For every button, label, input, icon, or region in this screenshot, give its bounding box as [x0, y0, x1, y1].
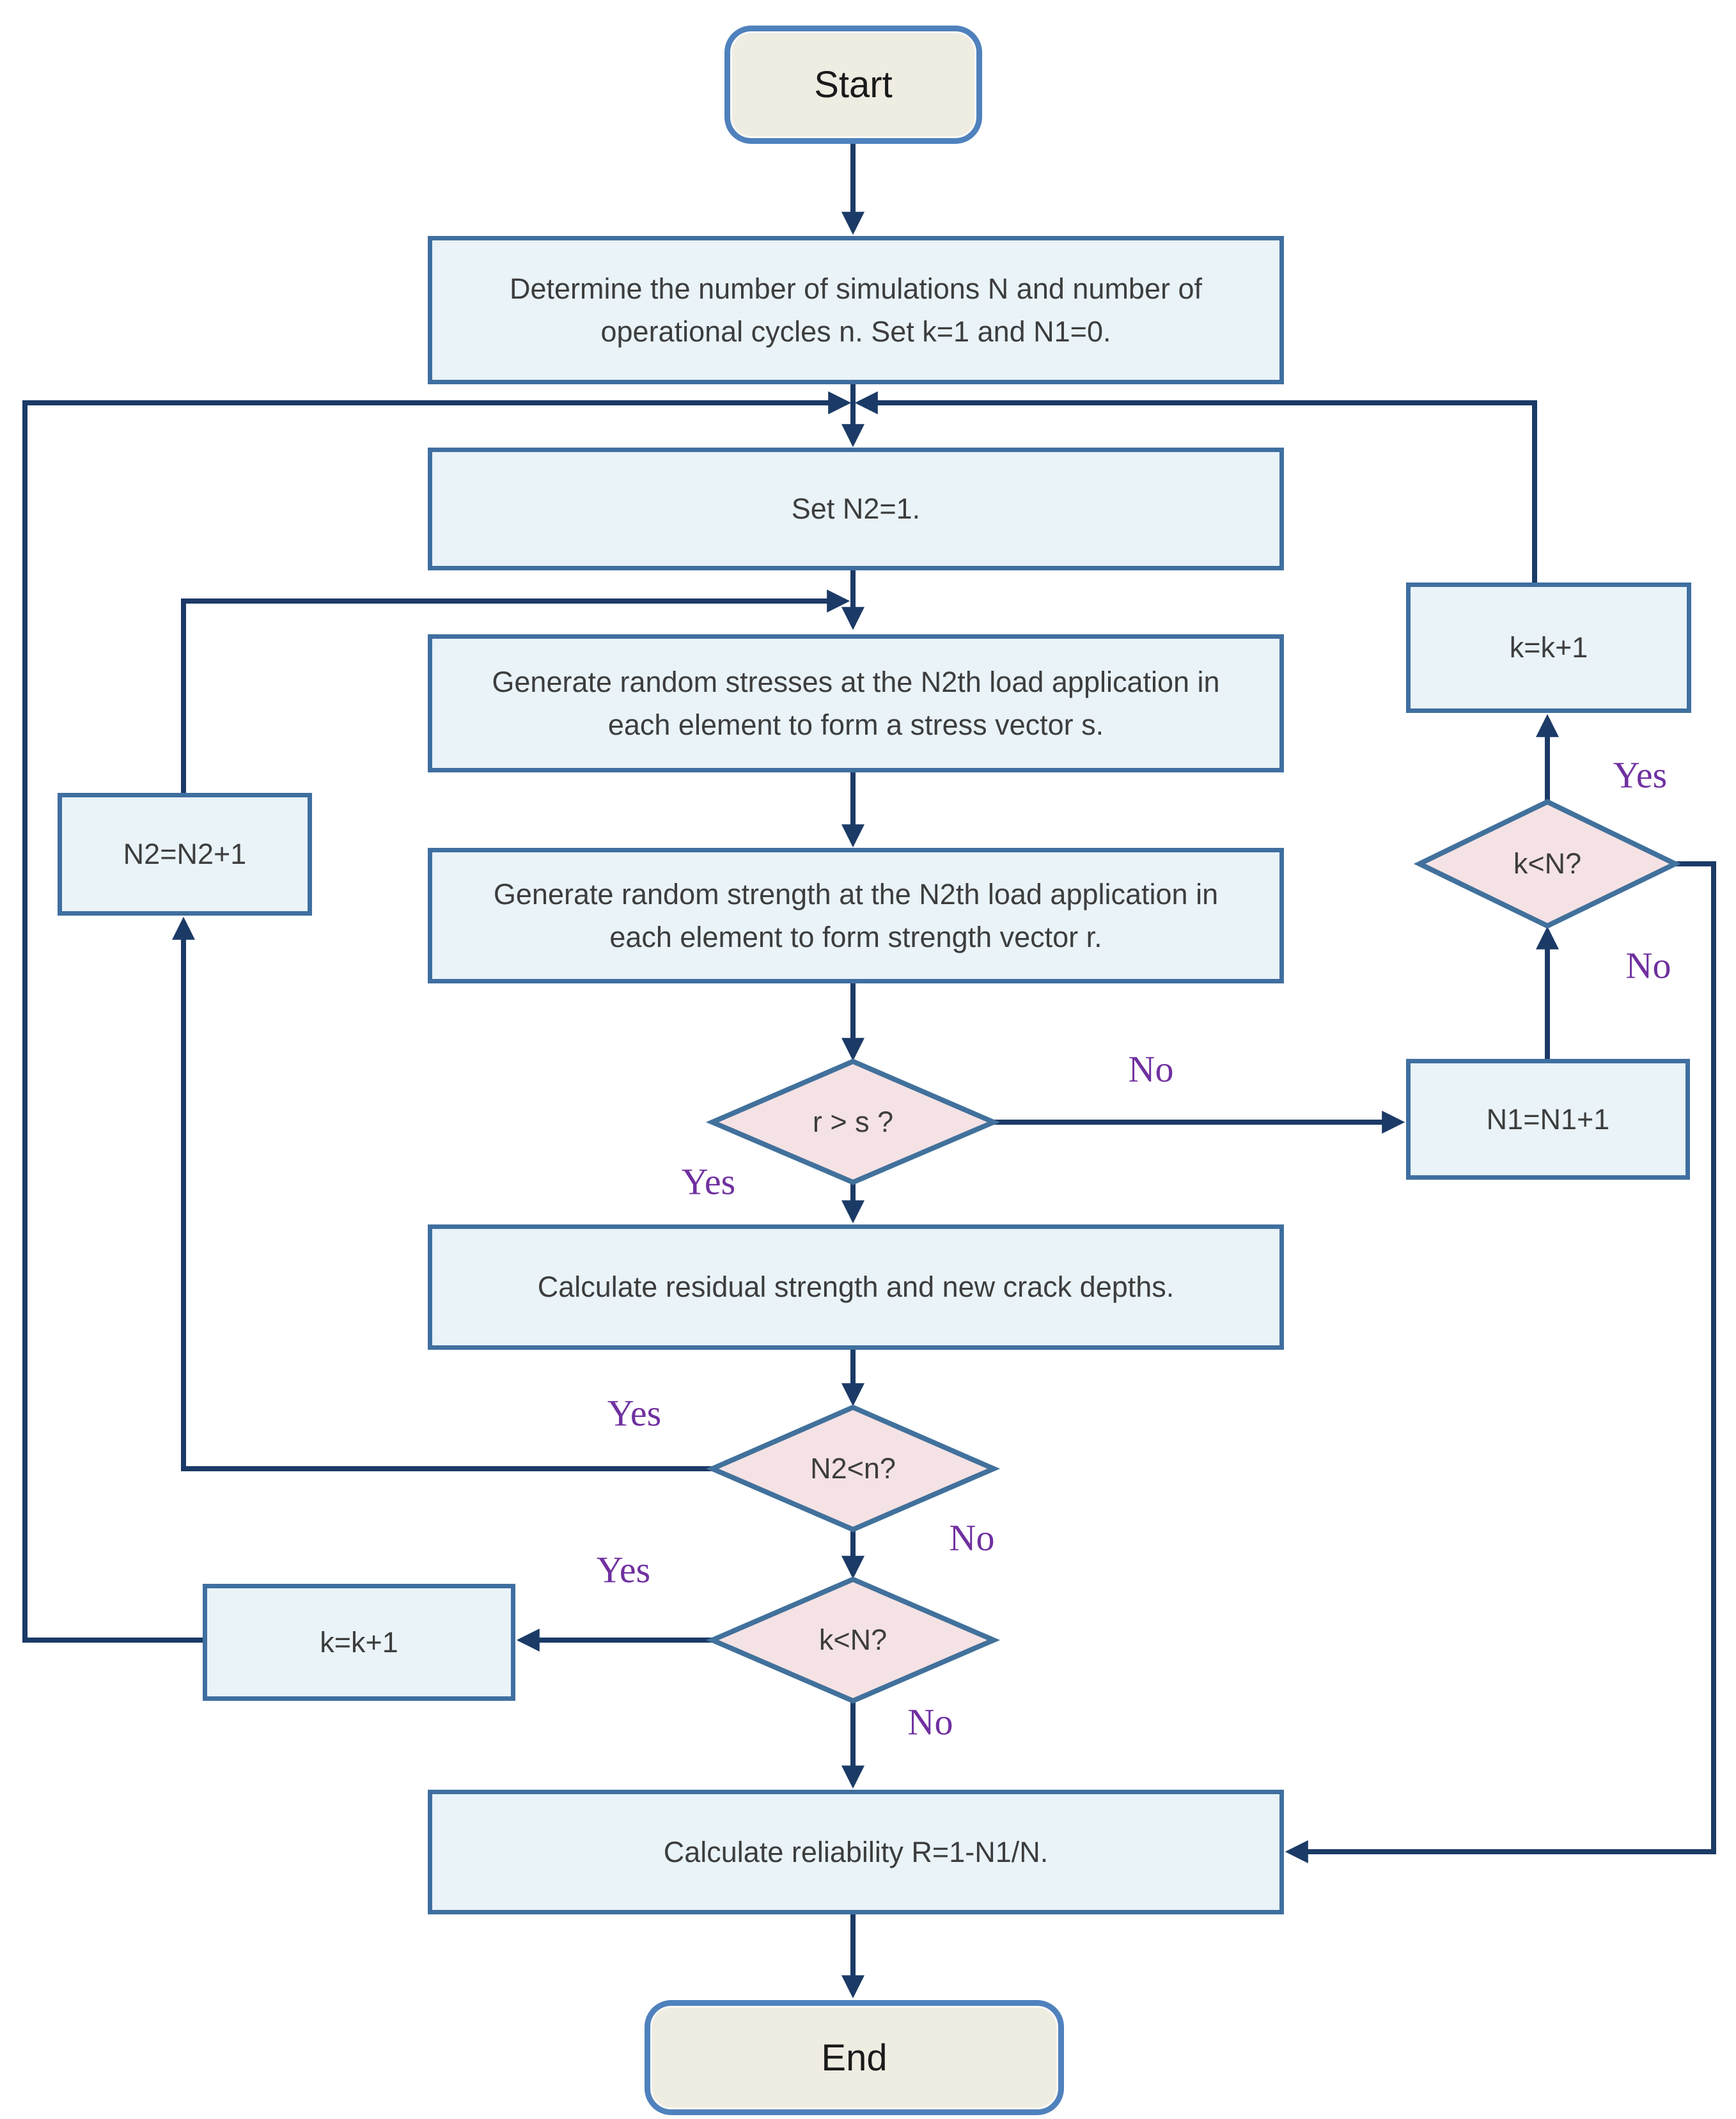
node-n2-inc-label: N2=N2+1	[123, 838, 247, 871]
edge-right-loop-to-junction	[854, 391, 1537, 583]
node-start-label: Start	[814, 64, 893, 106]
node-end-label: End	[821, 2037, 888, 2079]
edge-label-n2n-yes: Yes	[607, 1392, 662, 1434]
decision-n2n-shape	[705, 1404, 1001, 1533]
node-n1-inc-label: N1=N1+1	[1486, 1102, 1610, 1136]
edge-label-n2n-no: No	[949, 1517, 995, 1559]
decision-rs-label: r > s ?	[812, 1106, 894, 1138]
node-set-n2-label: Set N2=1.	[791, 492, 921, 526]
node-calc-reliability: Calculate reliability R=1-N1/N.	[428, 1790, 1284, 1914]
node-k-inc-right: k=k+1	[1406, 583, 1691, 713]
node-n2-inc: N2=N2+1	[58, 793, 312, 916]
node-calc-residual-label: Calculate residual strength and new crac…	[537, 1271, 1175, 1304]
node-gen-stress: Generate random stresses at the N2th loa…	[428, 634, 1284, 772]
decision-kn-right-label: k<N?	[1513, 847, 1582, 880]
edge-left-loop-to-junction	[22, 391, 852, 1643]
node-k-inc-left: k=k+1	[203, 1584, 515, 1701]
edge-label-kn-bottom-no: No	[907, 1701, 953, 1743]
decision-kn-right-shape	[1413, 799, 1682, 929]
node-gen-stress-label: Generate random stresses at the N2th loa…	[492, 665, 1220, 742]
node-k-inc-left-label: k=k+1	[320, 1625, 398, 1659]
node-n1-inc: N1=N1+1	[1406, 1059, 1690, 1180]
edge-label-kn-right-no: No	[1625, 944, 1671, 987]
edge-label-kn-right-yes: Yes	[1613, 754, 1668, 796]
decision-rs-shape	[705, 1058, 1001, 1185]
node-gen-strength-label: Generate random strength at the N2th loa…	[493, 877, 1219, 954]
edge-label-rs-yes: Yes	[681, 1161, 736, 1203]
edge-n2n-yes-to-n2inc	[172, 916, 712, 1471]
decision-kn-bottom-label: k<N?	[818, 1623, 888, 1656]
decision-n2n-label: N2<n?	[810, 1452, 896, 1485]
node-end: End	[645, 2000, 1064, 2115]
node-determine-label: Determine the number of simulations N an…	[509, 272, 1203, 348]
decision-kn-bottom-shape	[705, 1576, 1001, 1704]
node-determine: Determine the number of simulations N an…	[428, 236, 1284, 384]
edge-label-kn-bottom-yes: Yes	[596, 1549, 651, 1591]
node-calc-reliability-label: Calculate reliability R=1-N1/N.	[663, 1835, 1049, 1868]
node-gen-strength: Generate random strength at the N2th loa…	[428, 848, 1284, 983]
edge-label-rs-no: No	[1128, 1048, 1174, 1090]
edge-n2inc-to-genstress-junction	[181, 590, 850, 793]
node-calc-residual: Calculate residual strength and new crac…	[428, 1224, 1284, 1350]
node-start: Start	[724, 26, 982, 144]
node-k-inc-right-label: k=k+1	[1509, 631, 1588, 664]
node-set-n2: Set N2=1.	[428, 448, 1284, 570]
edge-knright-no-to-reliability	[1285, 861, 1716, 1863]
